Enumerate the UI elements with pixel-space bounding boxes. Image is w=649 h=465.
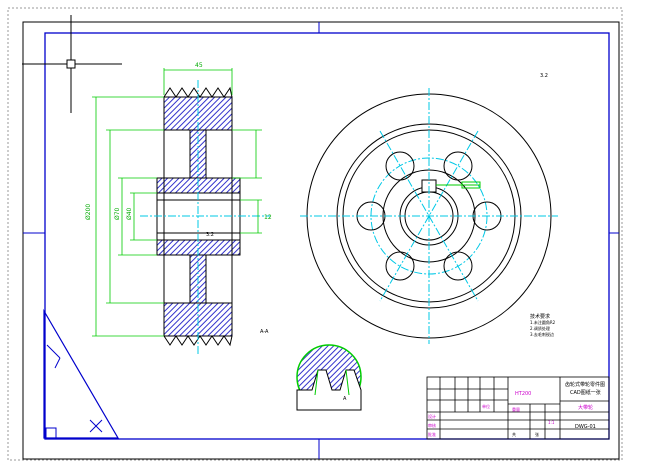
- label-weight: 重量: [512, 406, 520, 412]
- detail-view[interactable]: [296, 344, 362, 411]
- front-view[interactable]: [300, 88, 558, 344]
- tech-requirements: 技术要求 1.未注圆角R2 2.调质处理 3.去毛刺锐边: [530, 313, 556, 337]
- drawing-number-text: DWG-01: [575, 424, 596, 430]
- tech-req-3: 3.去毛刺锐边: [530, 331, 554, 337]
- label-sheet: 共: [512, 431, 516, 437]
- title-block[interactable]: [426, 376, 610, 440]
- title-line1: 齿轮式带轮零件图: [565, 381, 605, 388]
- section-label-text: A-A: [260, 329, 269, 335]
- overall-dia-dim-text: Ø200: [85, 204, 92, 220]
- label-unit: 单位: [482, 403, 490, 409]
- hub-dia-dim-text: Ø70: [114, 207, 121, 220]
- tech-req-2: 2.调质处理: [530, 325, 550, 331]
- tech-req-1: 1.未注圆角R2: [530, 319, 556, 325]
- surface-finish-text: 3.2: [206, 232, 214, 238]
- label-page: 张: [535, 431, 539, 437]
- roughness-note: 3.2: [540, 73, 548, 79]
- title-line2: CAD图纸一张: [570, 389, 601, 396]
- label-approve: 批准: [428, 431, 436, 437]
- part-name-text: 大带轮: [578, 404, 593, 411]
- bore-dia-dim-text: Ø40: [126, 207, 133, 220]
- label-design: 设计: [428, 413, 436, 419]
- scale-text: 1:1: [548, 420, 555, 425]
- tech-req-title: 技术要求: [530, 313, 550, 320]
- label-check: 审核: [428, 422, 436, 428]
- material-text: HT200: [515, 391, 531, 397]
- keyway-dim-text: 12: [264, 214, 272, 221]
- section-dimensions: [92, 68, 262, 337]
- top-width-dim-text: 45: [195, 62, 203, 69]
- detail-label-text: A: [343, 396, 347, 402]
- sheet-border: [7, 7, 623, 461]
- crosshair-cursor-icon: [22, 15, 122, 113]
- ucs-icon: [43, 308, 120, 439]
- section-view[interactable]: [140, 80, 270, 355]
